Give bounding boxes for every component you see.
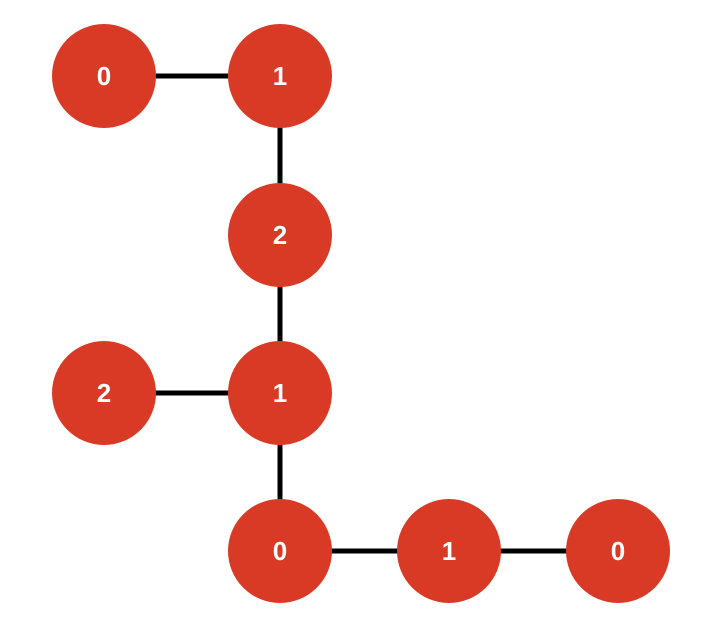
node-a: 0	[52, 24, 156, 128]
node-label: 1	[273, 61, 287, 91]
node-label: 0	[273, 536, 287, 566]
node-label: 2	[273, 220, 287, 250]
node-circle	[397, 499, 501, 603]
node-label: 0	[97, 61, 111, 91]
node-circle	[228, 499, 332, 603]
node-c: 2	[228, 183, 332, 287]
node-g: 1	[397, 499, 501, 603]
node-label: 1	[442, 536, 456, 566]
node-label: 1	[273, 378, 287, 408]
node-f: 0	[228, 499, 332, 603]
node-circle	[566, 499, 670, 603]
node-label: 0	[611, 536, 625, 566]
node-e: 1	[228, 341, 332, 445]
node-h: 0	[566, 499, 670, 603]
node-circle	[228, 24, 332, 128]
node-d: 2	[52, 341, 156, 445]
edges-layer	[104, 73, 618, 554]
node-circle	[228, 183, 332, 287]
nodes-layer: 0 1 2 2 1 0 1 0	[52, 24, 670, 603]
node-b: 1	[228, 24, 332, 128]
node-circle	[52, 24, 156, 128]
node-circle	[228, 341, 332, 445]
node-label: 2	[97, 378, 111, 408]
node-circle	[52, 341, 156, 445]
